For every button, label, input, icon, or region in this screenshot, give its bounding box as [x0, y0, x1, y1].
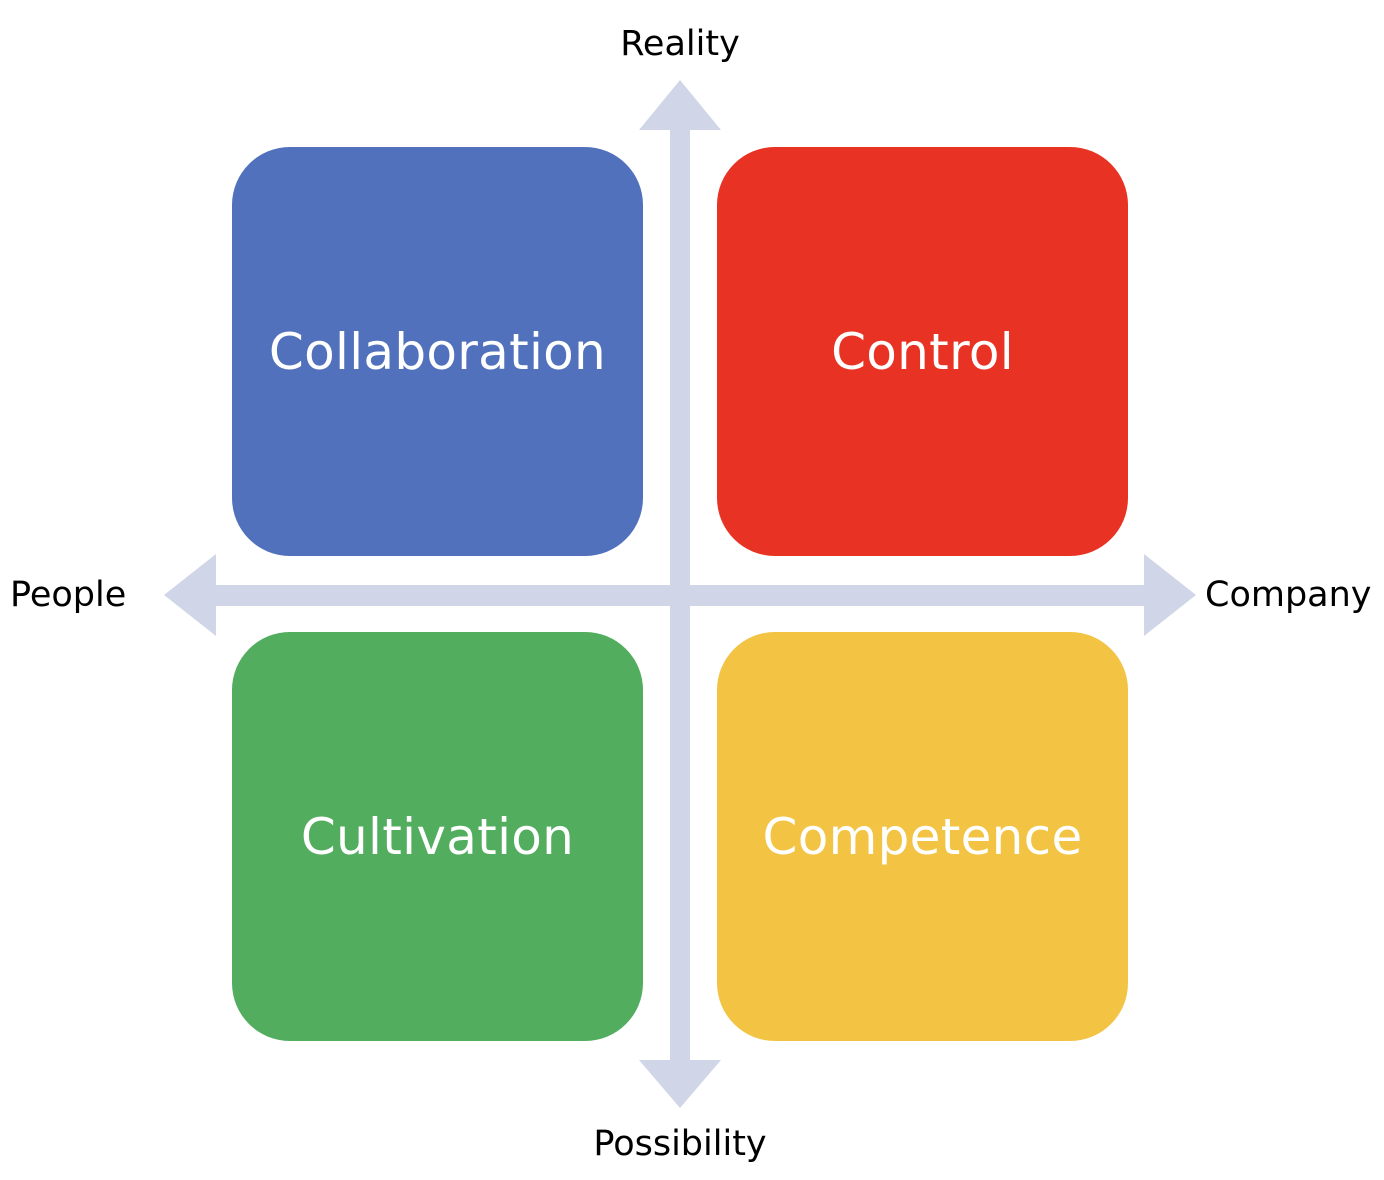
quadrant-label: Collaboration — [268, 322, 607, 381]
axis-label-top: Reality — [620, 24, 740, 64]
axis-label-left: People — [10, 575, 127, 615]
axis-label-bottom: Possibility — [593, 1124, 767, 1164]
quadrant-label: Control — [831, 322, 1014, 381]
axis-label-right: Company — [1205, 575, 1372, 615]
quadrant-control: Control — [717, 147, 1128, 556]
quadrant-cultivation: Cultivation — [232, 632, 643, 1041]
quadrant-label: Competence — [762, 807, 1083, 866]
quadrant-collaboration: Collaboration — [232, 147, 643, 556]
quadrant-label: Cultivation — [300, 807, 575, 866]
quadrant-competence: Competence — [717, 632, 1128, 1041]
horizontal-axis-arrow — [164, 554, 1196, 636]
